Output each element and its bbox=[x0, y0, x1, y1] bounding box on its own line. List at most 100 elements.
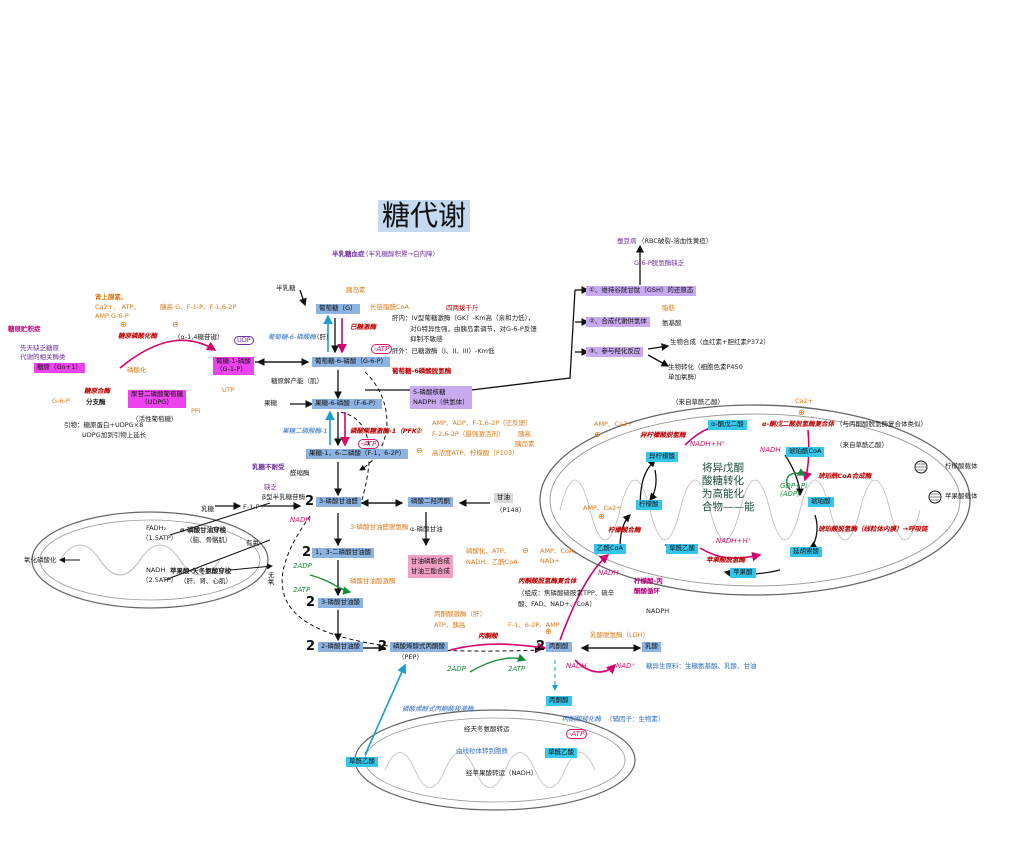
nadh-tca-2: NADH bbox=[760, 446, 781, 454]
fbpase-label: 果糖二磷酸酶-1 bbox=[282, 427, 328, 435]
aldolase-label: 醛缩酶 bbox=[290, 469, 310, 477]
f16bp-box: 果糖-1，6-二磷酸（F-1，6-2P） bbox=[306, 449, 409, 459]
g1p-box: 葡糖-1-磷酸 （G-1-P） bbox=[213, 357, 254, 375]
citrate-pyruvate-cycle-2: 酮酸循环 bbox=[634, 587, 660, 595]
glycogen-box: 糖原（Gn+1） bbox=[34, 363, 85, 373]
regulator-plus-3: ⊕ bbox=[594, 430, 601, 439]
hk-note-4: 肝外：已糖激酶（I、II、III）-Km低 bbox=[392, 347, 495, 355]
atp-circle-hk: -ATP bbox=[371, 344, 393, 354]
nadph-label: NADPH（供氢体） bbox=[413, 398, 469, 407]
nadh-annotation-g3p: NADH bbox=[290, 516, 311, 524]
ppp-amino-acid: 氨基酸 bbox=[662, 319, 682, 327]
aerobic-label: 有氧 bbox=[246, 539, 259, 547]
triglyceride-synthesis: 甘油三酯合成 bbox=[411, 567, 450, 576]
pk-inhibitors: ATP、胰高 bbox=[434, 621, 466, 629]
pc-note: （辅因子：生物素） bbox=[606, 715, 665, 723]
g6pase-label: 葡萄糖-6-磷酸酶 bbox=[268, 333, 316, 341]
g1p-label: 葡糖-1-磷酸 bbox=[216, 357, 251, 365]
dashed-arrows bbox=[281, 371, 558, 691]
ppp-biotransform-2: 单加氧酶） bbox=[668, 373, 701, 381]
regulator-plus-1: ⊕ bbox=[120, 320, 127, 329]
ldh-label: 乳酸脱氢酶（LDH） bbox=[590, 631, 650, 639]
glycerol-box: 甘油 bbox=[494, 493, 513, 503]
citrate-carrier-label: 柠檬酸载体 bbox=[945, 462, 978, 470]
lactase-lack: 缺乏 bbox=[264, 483, 277, 491]
coefficient-2-g3p: 2 bbox=[305, 494, 315, 509]
succinate-box: 琥珀酸 bbox=[808, 497, 834, 507]
glycosidic-bond-label: （α-1,4糖苷键） bbox=[174, 333, 224, 341]
coefficient-2-2pg: 2 bbox=[306, 639, 316, 654]
fadh2-atp: （1.5ATP） bbox=[142, 534, 178, 542]
g1p-abbr: （G-1-P） bbox=[216, 364, 247, 373]
galactose-label: 半乳糖 bbox=[276, 284, 296, 292]
citrate-pyruvate-cycle: 柠檬酸-丙 bbox=[634, 577, 663, 585]
sdh-label: 琥珀酸脱氢酶（线粒体内膜）→呼吸链 bbox=[818, 525, 928, 533]
hk-note-2: 对G特异性强，由胰岛素调节，对G-6-P反馈 bbox=[410, 325, 537, 333]
pfk-activators-2: F-2,6-2P（最强激活剂） bbox=[432, 430, 505, 438]
ppp-fatty-acid: 脂肪 bbox=[662, 304, 675, 312]
active-glucose-label: （活性葡萄糖） bbox=[132, 415, 178, 423]
from-oaa-label: （来自草酰乙酸） bbox=[672, 398, 724, 406]
utp-label: UTP bbox=[222, 386, 235, 394]
page-title: 糖代谢 bbox=[378, 199, 471, 233]
glycogen-storage-disease: 糖原贮积症 bbox=[8, 325, 41, 333]
galactosemia-label: 半乳糖血症 bbox=[332, 250, 365, 258]
ppp-function-1: ①、维持谷胱甘肽（GSH）的还原态 bbox=[586, 286, 697, 296]
2pg-box: 2-磷酸甘油酸 bbox=[318, 642, 363, 652]
coefficient-2-pyr: 2 bbox=[536, 639, 546, 654]
udp-label: UDP bbox=[234, 336, 254, 346]
insulin-note: 四两拨千斤 bbox=[446, 304, 479, 312]
pfk-insulin: 胰岛素 bbox=[515, 440, 535, 448]
insulin-reg-label: 胰岛素 bbox=[346, 286, 366, 294]
gluconeogenesis-arrows bbox=[323, 314, 407, 756]
phosphorylase-regulators: 肾上腺素, bbox=[95, 293, 124, 301]
pdh-label: 丙酮酸脱氢酶复合体 bbox=[518, 577, 577, 585]
pyruvate-box: 丙酮酸 bbox=[546, 642, 572, 652]
citrate-box: 柠檬酸 bbox=[636, 500, 662, 510]
g3p-box: 3-磷酸甘油醛 bbox=[316, 497, 361, 507]
pdh-composition: （组成：焦磷酸硫胺素TPP、硫辛 bbox=[518, 589, 615, 597]
favism-label: 蚕豆病 bbox=[617, 237, 637, 245]
pk-activators: F-1、6-2P、AMP bbox=[508, 621, 560, 629]
g6p-activator-label: G-6-P bbox=[52, 397, 70, 405]
3pg-box: 3-磷酸甘油酸 bbox=[318, 598, 363, 608]
malate-carrier-label: 苹果酸载体 bbox=[945, 492, 978, 500]
pdh-activators: AMP、CoA、 bbox=[540, 547, 580, 555]
glycerol-ref: （P148） bbox=[496, 506, 526, 514]
coefficient-2-pep: 2 bbox=[378, 639, 388, 654]
phosphorylase-regulators-3: AMP G-6-P bbox=[95, 312, 129, 320]
g6pd-deficiency-label: G-6-P脱氢酶缺乏 bbox=[634, 259, 685, 267]
icdh-activators: AMP、Ca2+ bbox=[594, 420, 633, 428]
pc-label: 丙酮酸羧化酶 bbox=[562, 715, 601, 723]
acyl-coa-label: 长链脂酰CoA bbox=[370, 303, 409, 311]
from-oaa-right: （来自草酰乙酸） bbox=[836, 441, 888, 449]
pk-enzyme-label: 丙酮酸 bbox=[478, 632, 498, 640]
adp-annotation-1: 2ADP bbox=[293, 562, 312, 570]
coefficient-2-bpg: 2 bbox=[302, 545, 312, 560]
g6pase-loc: （肝） bbox=[313, 333, 333, 341]
udpg-box: 尿苷二磷酸葡萄糖 （UDPG） bbox=[128, 390, 186, 408]
galactosemia-note: （半乳糖醇积累→白内障） bbox=[362, 250, 439, 258]
glycogen-phosphorylase-label: 糖原磷酸化酶 bbox=[118, 332, 157, 340]
organelle-icons bbox=[914, 460, 942, 504]
nadh-atp: （2.5ATP） bbox=[142, 576, 178, 584]
phosphorylase-regulators-4: 胰高 G、F-1-P、F-1,6-2P bbox=[160, 303, 237, 311]
atp-annotation-1: 2ATP bbox=[293, 586, 311, 594]
pfk-inhibitors: 高浓度ATP、柠檬酸（P103） bbox=[432, 449, 519, 457]
ppp-biotransform: 生物转化（细胞色素P450 bbox=[668, 363, 743, 371]
nadh-tca-3: NADH+H⁺ bbox=[716, 537, 752, 545]
regulator-plus-2: ⊕ bbox=[416, 426, 423, 435]
pepck-label: 磷酸烯醇式丙酮酸羧激酶 bbox=[402, 705, 474, 713]
regulator-plus-5: ⊕ bbox=[798, 408, 805, 417]
malate-box: 苹果酸 bbox=[730, 568, 756, 578]
icdh-label: 异柠檬酸脱氢酶 bbox=[640, 431, 686, 439]
favism-note: （RBC破裂-溶血性黄疸） bbox=[638, 237, 713, 245]
pdh-activators-2: NAD+ bbox=[540, 557, 560, 565]
pep-abbr: （PEP） bbox=[398, 653, 423, 661]
pep-box: 磷酸烯醇式丙酮酸 bbox=[390, 642, 448, 652]
pfk-glucagon: 胰高 bbox=[518, 430, 531, 438]
pfk-label: 磷酸果糖激酶-1（PFK） bbox=[350, 427, 424, 435]
coefficient-2-3pg: 2 bbox=[306, 595, 316, 610]
pyruvate-kinase-label: 丙酮酸激酶（肝） bbox=[434, 610, 486, 618]
